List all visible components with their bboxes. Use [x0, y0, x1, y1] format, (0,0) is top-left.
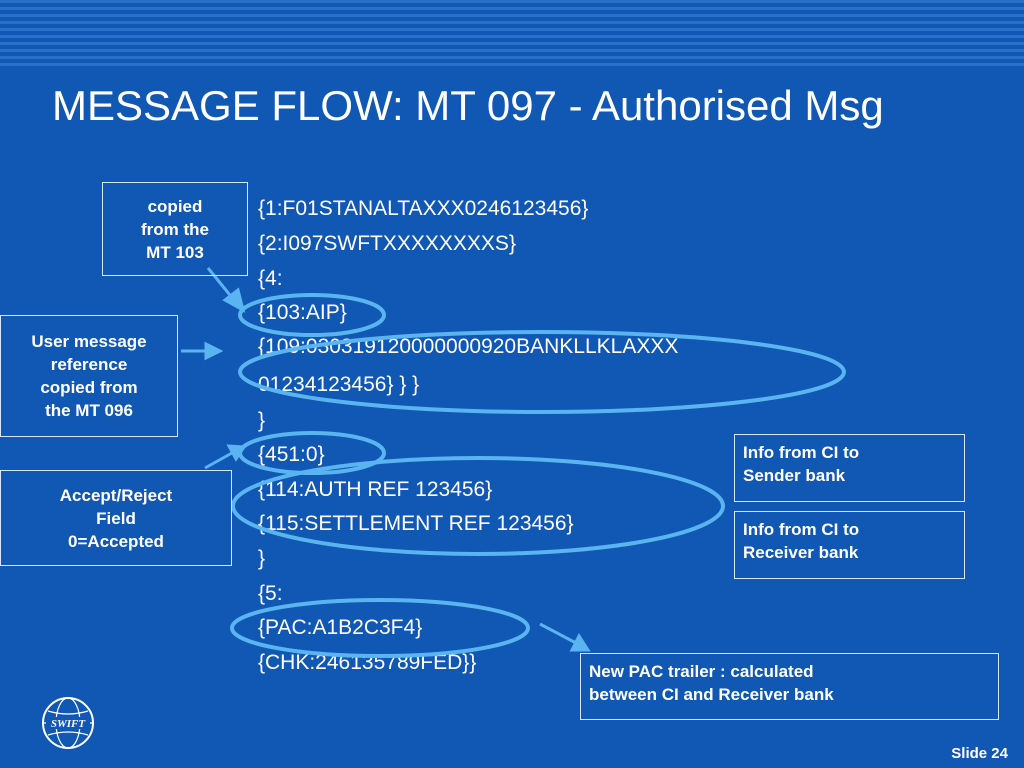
- message-line: }: [258, 409, 266, 432]
- message-line: {115:SETTLEMENT REF 123456}: [258, 512, 574, 535]
- message-line: {4:: [258, 267, 283, 290]
- arrow-head: [204, 341, 224, 361]
- highlight-ellipse-451: [238, 431, 386, 475]
- message-line: {451:0}: [258, 443, 325, 466]
- slide-title: MESSAGE FLOW: MT 097 - Authorised Msg: [52, 82, 884, 129]
- header-stripes: [0, 0, 1024, 66]
- callout-copied-from-mt103: copied from the MT 103: [102, 182, 248, 276]
- highlight-ellipse-114-115: [231, 456, 725, 556]
- message-line: }: [258, 547, 266, 570]
- highlight-ellipse-109: [238, 330, 846, 414]
- arrow-line: [204, 451, 233, 470]
- highlight-ellipse-103: [238, 293, 386, 337]
- message-line: {5:: [258, 582, 283, 605]
- message-line: {114:AUTH REF 123456}: [258, 478, 493, 501]
- swift-logo: SWIFT: [42, 697, 94, 749]
- arrow-head: [222, 287, 246, 313]
- logo-text: SWIFT: [51, 718, 87, 730]
- callout-accept-reject-field: Accept/Reject Field 0=Accepted: [0, 470, 232, 566]
- message-line: 01234123456} } }: [258, 373, 420, 396]
- callout-user-message-reference: User message reference copied from the M…: [0, 315, 178, 437]
- message-line: {1:F01STANALTAXXX0246123456}: [258, 197, 589, 220]
- slide-number: Slide 24: [951, 745, 1008, 762]
- arrow-head: [569, 632, 591, 652]
- arrow-head: [226, 444, 247, 462]
- message-line: {2:I097SWFTXXXXXXXXS}: [258, 232, 516, 255]
- callout-new-pac-trailer: New PAC trailer : calculated between CI …: [580, 653, 999, 720]
- message-line: {PAC:A1B2C3F4}: [258, 616, 423, 639]
- callout-info-receiver: Info from CI to Receiver bank: [734, 511, 965, 579]
- callout-info-sender: Info from CI to Sender bank: [734, 434, 965, 502]
- message-line: {103:AIP}: [258, 301, 347, 324]
- highlight-ellipse-pac: [230, 598, 530, 658]
- arrow-line: [539, 622, 577, 645]
